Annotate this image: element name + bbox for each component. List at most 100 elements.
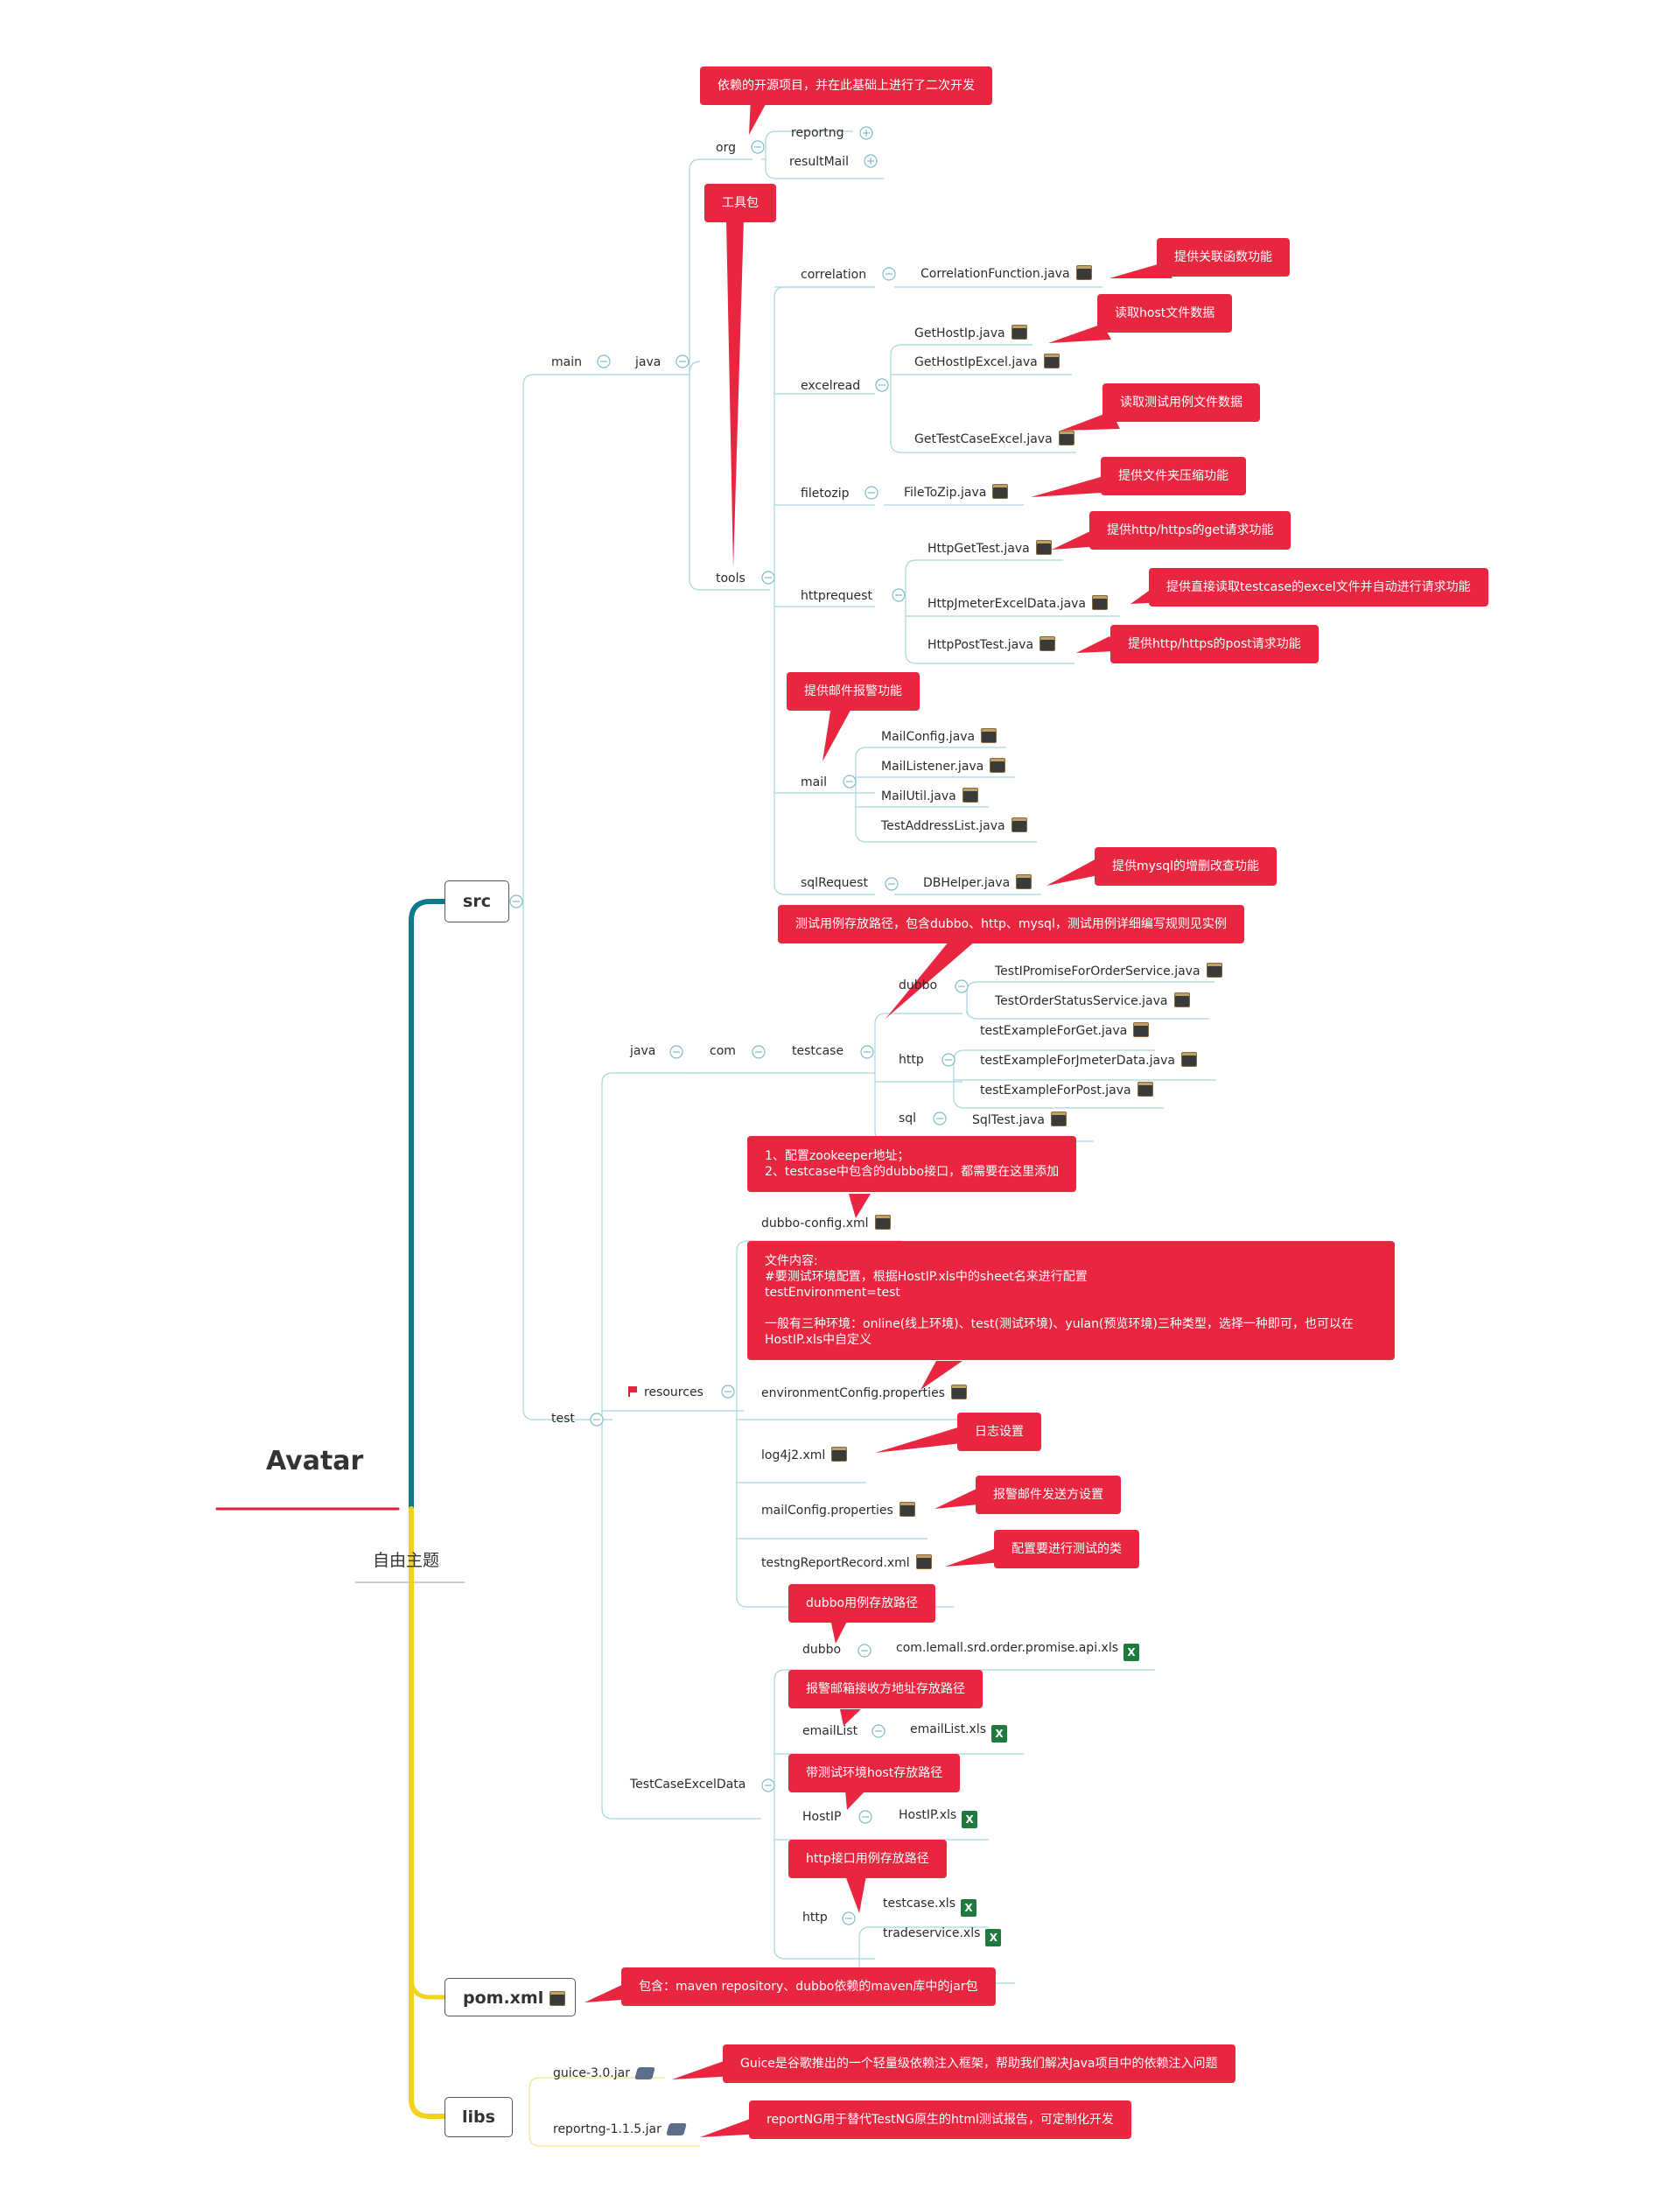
node-sql[interactable]: sql [899, 1112, 917, 1126]
node-DBHelper[interactable]: DBHelper.java [923, 874, 1032, 891]
node-MailListener[interactable]: MailListener.java [881, 758, 1006, 775]
file-label: DBHelper.java [923, 876, 1011, 890]
node-HttpGetTest[interactable]: HttpGetTest.java [928, 540, 1052, 557]
file-label: GetTestCaseExcel.java [914, 432, 1053, 446]
node-resources[interactable]: resources [628, 1385, 704, 1400]
java-file-icon [915, 1554, 932, 1569]
node-TestOrderStatus[interactable]: TestOrderStatusService.java [995, 992, 1190, 1009]
callout-envConfig: 文件内容: #要测试环境配置，根据HostIP.xls中的sheet名来进行配置… [747, 1241, 1395, 1360]
node-SqlTest[interactable]: SqlTest.java [972, 1112, 1068, 1128]
node-org[interactable]: org [716, 141, 736, 155]
jar-icon [634, 2067, 655, 2079]
callout-org: 依赖的开源项目，并在此基础上进行了二次开发 [700, 67, 992, 105]
node-dubbo2[interactable]: dubbo [802, 1643, 842, 1657]
node-HostIP[interactable]: HostIP [802, 1810, 842, 1824]
node-correlation[interactable]: correlation [801, 268, 867, 282]
node-TestCaseExcelData[interactable]: TestCaseExcelData [630, 1778, 746, 1792]
java-file-icon [1075, 265, 1092, 280]
node-HttpJmeterExcelData[interactable]: HttpJmeterExcelData.java [928, 595, 1108, 612]
node-tools[interactable]: tools [716, 572, 746, 586]
callout-mailConfig: 报警邮件发送方设置 [976, 1476, 1121, 1514]
file-label: HttpJmeterExcelData.java [928, 597, 1086, 611]
java-file-icon [1058, 431, 1074, 445]
java-file-icon [1040, 636, 1056, 651]
node-MailUtil[interactable]: MailUtil.java [881, 788, 978, 804]
node-excelread[interactable]: excelread [801, 379, 861, 393]
java-file-icon [1206, 963, 1222, 978]
node-test[interactable]: test [551, 1412, 575, 1426]
node-testExampleForJmeterData[interactable]: testExampleForJmeterData.java [980, 1052, 1197, 1069]
node-emailList[interactable]: emailList [802, 1724, 858, 1738]
java-file-icon [1137, 1082, 1153, 1097]
node-FileToZip[interactable]: FileToZip.java [904, 484, 1009, 501]
file-label: testExampleForPost.java [980, 1083, 1131, 1098]
node-dubboConfig[interactable]: dubbo-config.xml [761, 1215, 891, 1231]
node-envConfig[interactable]: environmentConfig.properties [761, 1385, 967, 1401]
node-sqlRequest[interactable]: sqlRequest [801, 876, 868, 890]
node-testngReport[interactable]: testngReportRecord.xml [761, 1554, 932, 1571]
java-file-icon [831, 1447, 848, 1462]
node-dubbo[interactable]: dubbo [899, 978, 938, 992]
file-label: guice-3.0.jar [553, 2066, 630, 2080]
node-com[interactable]: com [710, 1044, 736, 1058]
java-file-icon [950, 1385, 967, 1399]
java-file-icon [990, 758, 1006, 773]
node-CorrelationFunction[interactable]: CorrelationFunction.java [920, 265, 1092, 282]
java-file-icon [1091, 595, 1108, 610]
node-mail[interactable]: mail [801, 775, 827, 789]
callout-testng: 配置要进行测试的类 [994, 1530, 1139, 1568]
node-java-test[interactable]: java [630, 1044, 656, 1058]
node-filetozip[interactable]: filetozip [801, 487, 850, 501]
file-label: dubbo-config.xml [761, 1217, 869, 1231]
file-label: FileToZip.java [904, 486, 987, 500]
callout-testcaseExcel: 读取测试用例文件数据 [1102, 383, 1260, 422]
node-log4j2[interactable]: log4j2.xml [761, 1447, 848, 1463]
file-label: reportng-1.1.5.jar [553, 2122, 662, 2136]
node-GetTestCaseExcel[interactable]: GetTestCaseExcel.java [914, 431, 1074, 447]
branch-pom[interactable]: pom.xml [444, 1978, 576, 2016]
callout-httpget: 提供http/https的get请求功能 [1089, 511, 1292, 550]
node-testcase[interactable]: testcase [792, 1044, 844, 1058]
node-HostIPXls[interactable]: HostIP.xls X [899, 1807, 978, 1828]
java-file-icon [1180, 1052, 1197, 1067]
file-label: HttpGetTest.java [928, 542, 1030, 556]
node-mailConfigProps[interactable]: mailConfig.properties [761, 1502, 915, 1518]
node-TestIPromise[interactable]: TestIPromiseForOrderService.java [995, 963, 1222, 979]
callout-hostPath: 带测试环境host存放路径 [788, 1754, 961, 1792]
node-main[interactable]: main [551, 355, 582, 369]
node-reportng[interactable]: reportng [791, 126, 844, 140]
node-guice[interactable]: guice-3.0.jar [553, 2065, 655, 2081]
branch-libs[interactable]: libs [444, 2097, 513, 2137]
node-GetHostIpExcel[interactable]: GetHostIpExcel.java [914, 354, 1060, 370]
excel-icon: X [1124, 1644, 1139, 1661]
file-label: testcase.xls [883, 1897, 956, 1911]
node-HttpPostTest[interactable]: HttpPostTest.java [928, 636, 1056, 653]
node-java-main[interactable]: java [635, 355, 662, 369]
callout-filetozip: 提供文件夹压缩功能 [1101, 457, 1246, 495]
file-label: mailConfig.properties [761, 1504, 893, 1518]
node-http2[interactable]: http [802, 1911, 828, 1925]
callout-correlation: 提供关联函数功能 [1157, 238, 1290, 277]
branch-src[interactable]: src [444, 880, 509, 922]
java-file-icon [1173, 992, 1190, 1007]
node-reportngJar[interactable]: reportng-1.1.5.jar [553, 2121, 687, 2137]
file-label: GetHostIp.java [914, 326, 1005, 340]
node-testExampleForPost[interactable]: testExampleForPost.java [980, 1082, 1153, 1098]
excel-icon: X [991, 1725, 1008, 1743]
node-http[interactable]: http [899, 1053, 924, 1067]
file-label: HostIP.xls [899, 1808, 957, 1822]
node-TestAddressList[interactable]: TestAddressList.java [881, 817, 1027, 834]
file-label: log4j2.xml [761, 1448, 826, 1462]
excel-icon: X [962, 1811, 978, 1828]
node-resultMail[interactable]: resultMail [789, 155, 850, 169]
java-file-icon [1051, 1112, 1068, 1126]
callout-hostip: 读取host文件数据 [1097, 294, 1233, 333]
node-testExampleForGet[interactable]: testExampleForGet.java [980, 1022, 1150, 1039]
node-GetHostIp[interactable]: GetHostIp.java [914, 325, 1027, 341]
node-MailConfig[interactable]: MailConfig.java [881, 728, 998, 745]
node-httprequest[interactable]: httprequest [801, 589, 872, 603]
